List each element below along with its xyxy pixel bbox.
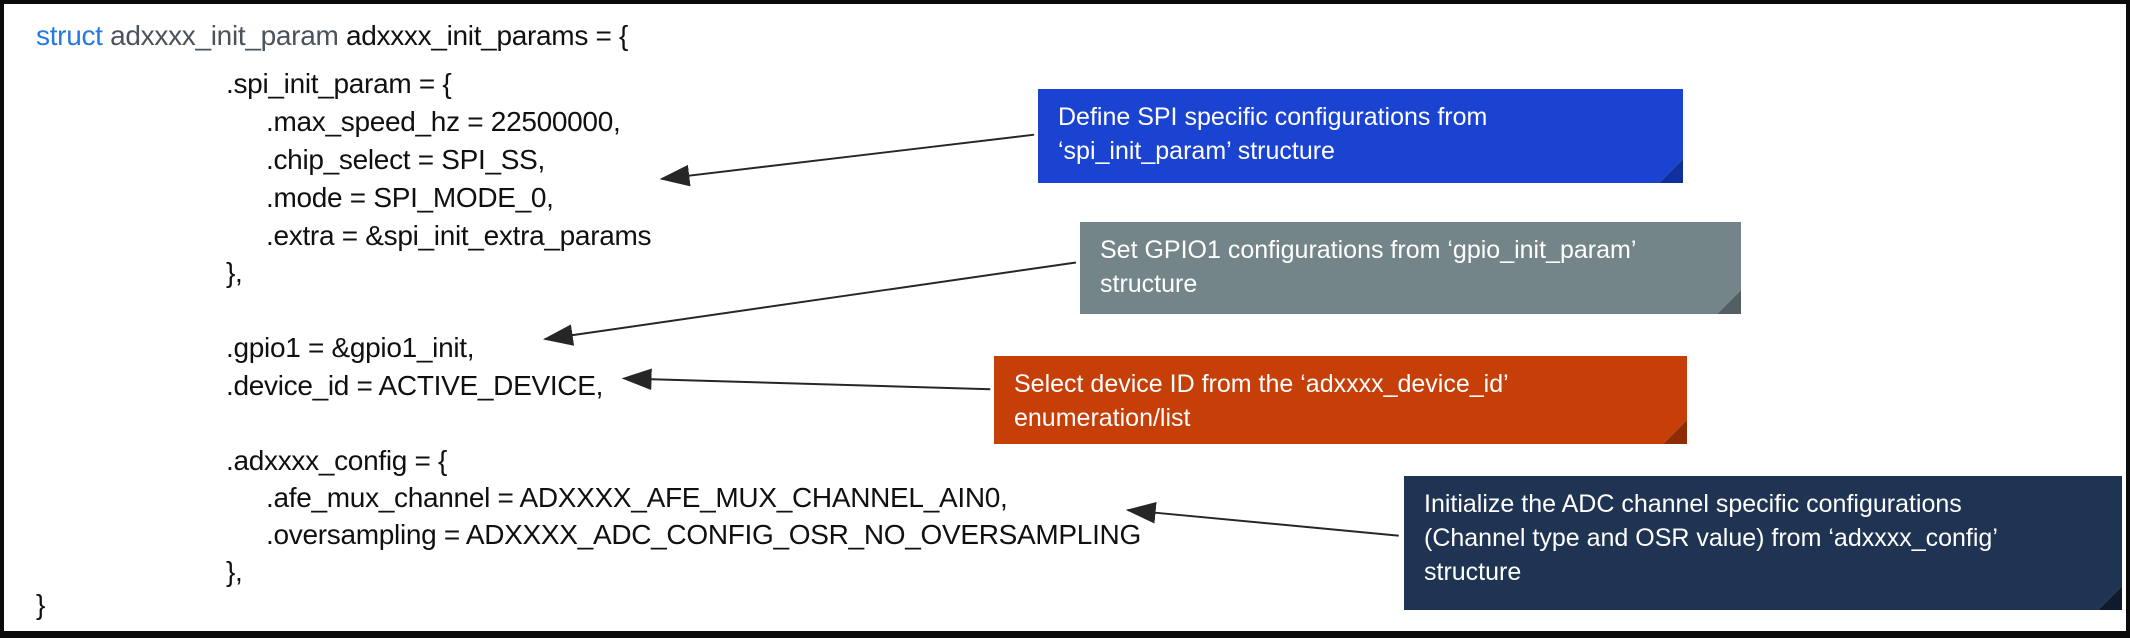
callout-text: Define SPI specific configurations from … xyxy=(1058,103,1488,165)
callout-text: Set GPIO1 configurations from ‘gpio_init… xyxy=(1100,236,1637,298)
arrow-to-gpio1 xyxy=(542,261,1077,346)
code-segment-plain: .afe_mux_channel = ADXXXX_AFE_MUX_CHANNE… xyxy=(266,482,1008,513)
code-line: .device_id = ACTIVE_DEVICE, xyxy=(226,368,603,404)
code-segment-plain: }, xyxy=(226,556,243,587)
code-line: .gpio1 = &gpio1_init, xyxy=(226,330,475,366)
callout-background xyxy=(1404,476,2122,610)
code-segment-type: adxxxx_init_param xyxy=(110,20,346,51)
code-segment-plain: .max_speed_hz = 22500000, xyxy=(266,106,621,137)
code-segment-plain: adxxxx_init_params = { xyxy=(345,20,629,51)
code-segment-plain: .mode = SPI_MODE_0, xyxy=(266,182,554,213)
arrow-to-adxxxx-config xyxy=(1125,501,1399,537)
device-id-callout: Select device ID from the ‘adxxxx_device… xyxy=(994,356,1687,444)
callout-background xyxy=(1038,89,1683,183)
code-segment-plain: .device_id = ACTIVE_DEVICE, xyxy=(226,370,604,401)
arrow-to-device-id xyxy=(621,368,991,391)
code-segment-plain: .spi_init_param = { xyxy=(226,68,452,99)
arrow-layer xyxy=(542,133,1399,537)
code-segment-plain: } xyxy=(36,589,46,620)
code-line: }, xyxy=(226,255,243,291)
callout-layer: Define SPI specific configurations from … xyxy=(4,4,2126,631)
callout-text: Initialize the ADC channel specific conf… xyxy=(1424,490,1998,586)
code-line: .oversampling = ADXXXX_ADC_CONFIG_OSR_NO… xyxy=(266,517,1141,553)
code-segment-plain: .oversampling = ADXXXX_ADC_CONFIG_OSR_NO… xyxy=(266,519,1141,550)
code-line: .spi_init_param = { xyxy=(226,66,452,102)
code-segment-plain: .chip_select = SPI_SS, xyxy=(266,144,546,175)
adc-config-callout: Initialize the ADC channel specific conf… xyxy=(1404,476,2122,610)
callout-text: Select device ID from the ‘adxxxx_device… xyxy=(1014,370,1509,432)
gpio-callout: Set GPIO1 configurations from ‘gpio_init… xyxy=(1080,222,1741,314)
callout-background xyxy=(994,356,1687,444)
code-line: .extra = &spi_init_extra_params xyxy=(266,218,652,254)
code-line: .mode = SPI_MODE_0, xyxy=(266,180,554,216)
code-line: } xyxy=(36,587,45,623)
callout-background xyxy=(1080,222,1741,314)
code-line: .afe_mux_channel = ADXXXX_AFE_MUX_CHANNE… xyxy=(266,480,1008,516)
code-segment-keyword: struct xyxy=(36,20,111,51)
code-line: }, xyxy=(226,554,243,590)
code-segment-plain: .gpio1 = &gpio1_init, xyxy=(226,332,475,363)
code-line: .chip_select = SPI_SS, xyxy=(266,142,545,178)
arrow-to-spi-init-param xyxy=(659,133,1035,187)
code-segment-plain: .extra = &spi_init_extra_params xyxy=(266,220,652,251)
code-line: .max_speed_hz = 22500000, xyxy=(266,104,621,140)
code-segment-plain: }, xyxy=(226,257,243,288)
code-segment-plain: .adxxxx_config = { xyxy=(226,445,448,476)
code-line: .adxxxx_config = { xyxy=(226,443,447,479)
spi-callout: Define SPI specific configurations from … xyxy=(1038,89,1683,183)
code-line: struct adxxxx_init_param adxxxx_init_par… xyxy=(36,18,628,54)
code-block: struct adxxxx_init_param adxxxx_init_par… xyxy=(4,4,2126,631)
